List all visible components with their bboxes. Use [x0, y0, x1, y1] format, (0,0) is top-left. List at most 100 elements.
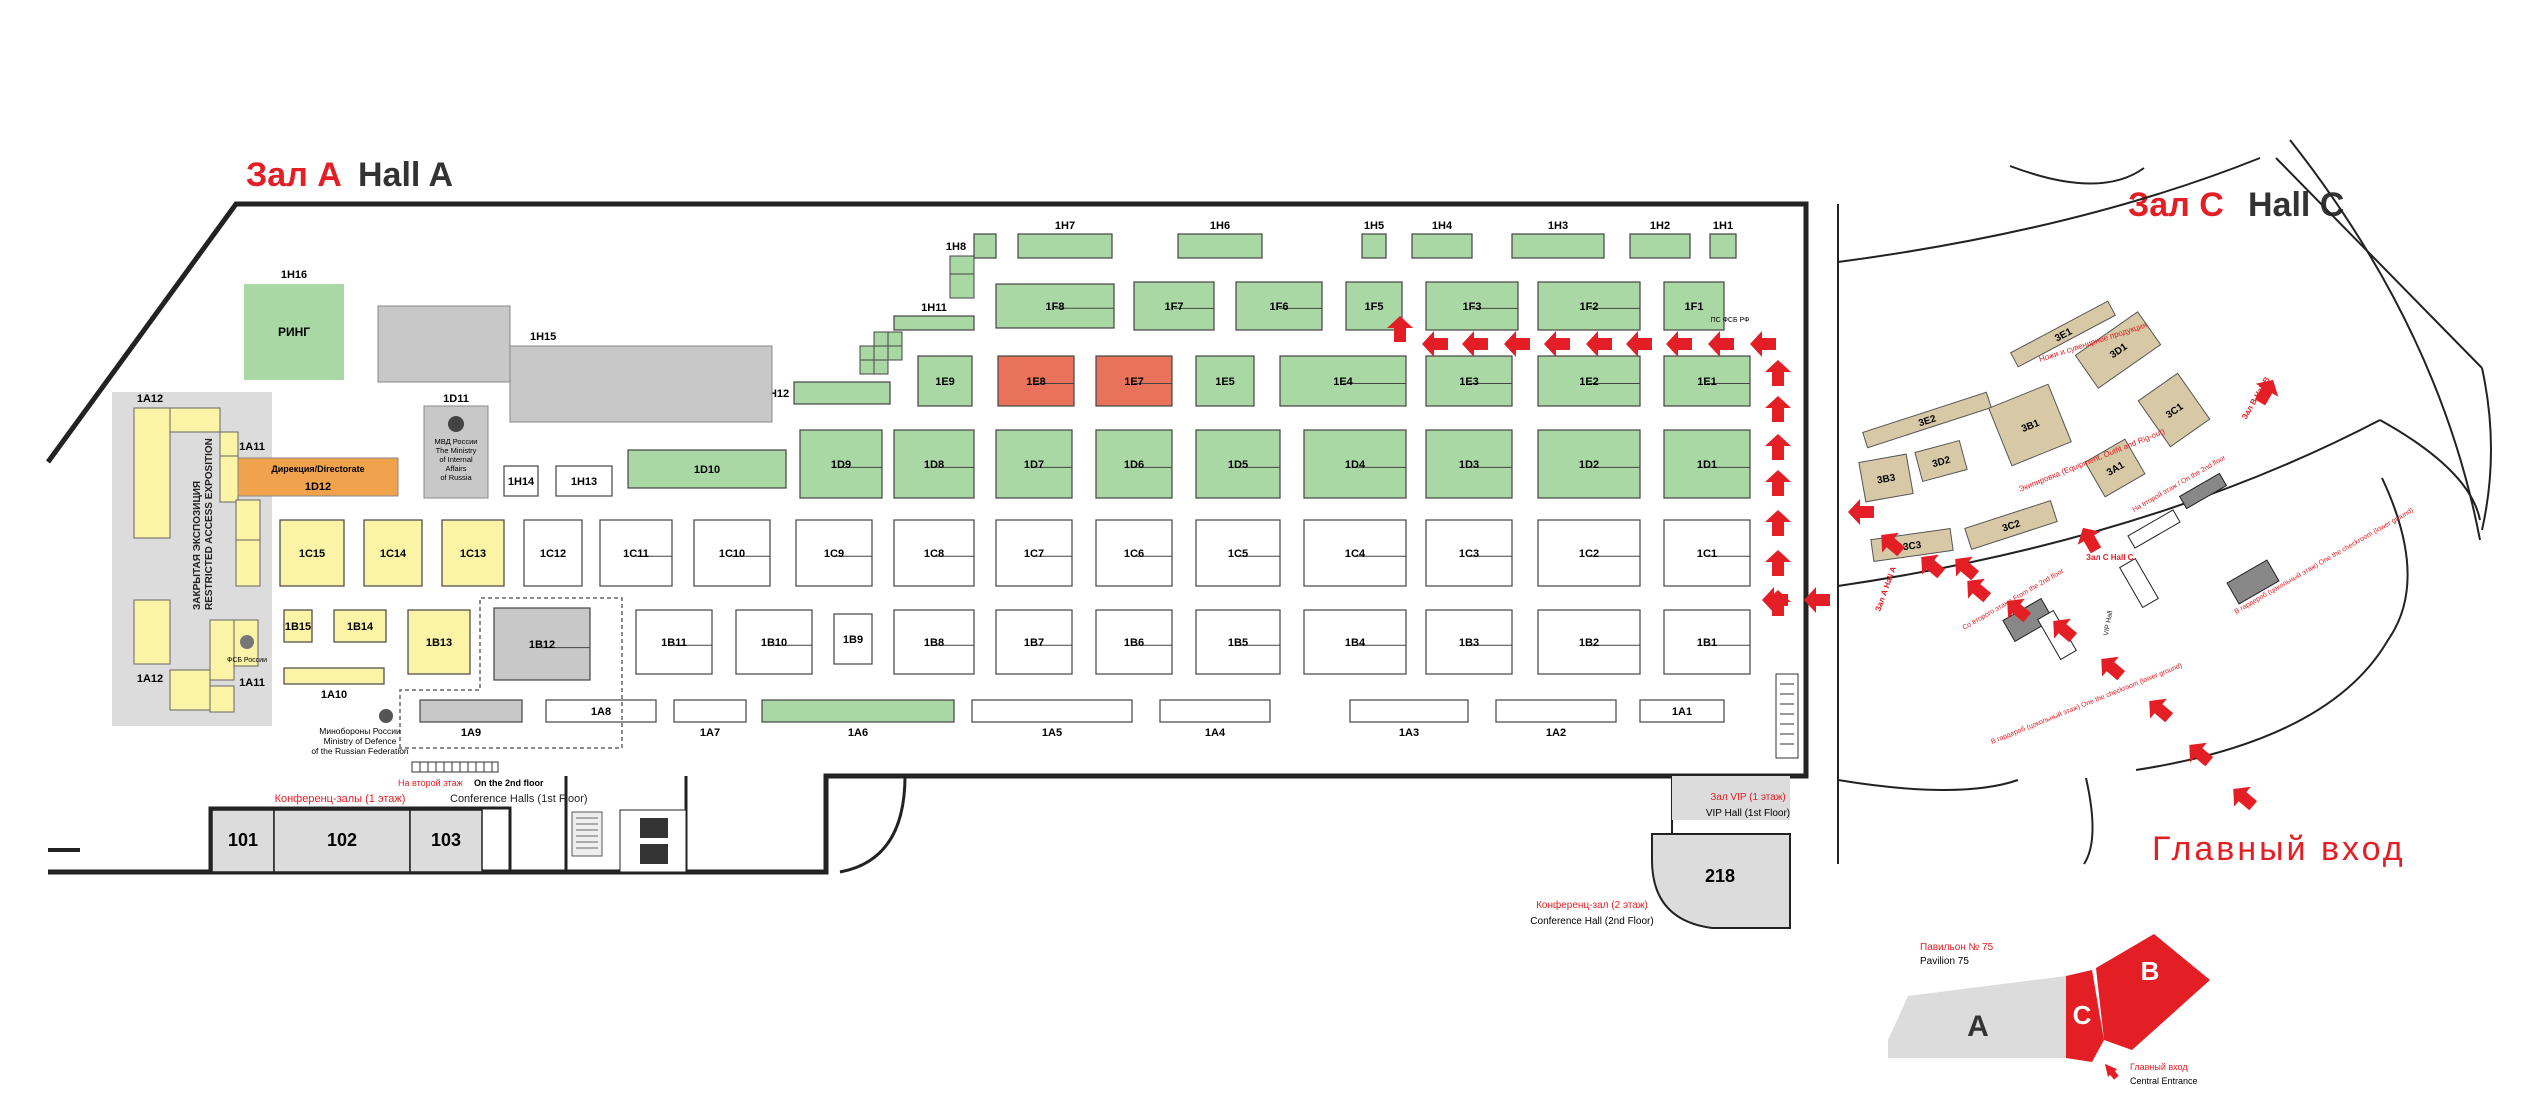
stand-1h13[interactable]: 1H13 — [555, 465, 613, 497]
restricted-cell[interactable] — [133, 407, 171, 539]
stand-1e1[interactable]: 1E1 — [1663, 355, 1751, 407]
restricted-cell[interactable] — [235, 499, 261, 541]
stand-3d2[interactable]: 3D2 — [1914, 439, 1968, 483]
stand-1h12[interactable]: 1H12 — [763, 381, 891, 405]
stand-1a9[interactable]: 1A9 — [419, 699, 523, 739]
stand-1b1[interactable]: 1B1 — [1663, 609, 1751, 675]
stand-1c7[interactable]: 1C7 — [995, 519, 1073, 587]
stand-3b1[interactable]: 3B1 — [1988, 383, 2072, 467]
stand-1h7[interactable]: 1H7 — [1017, 220, 1113, 259]
conf-room-101[interactable] — [211, 809, 275, 873]
stand-1b12[interactable]: 1B12 — [493, 607, 591, 681]
stand-1a4[interactable]: 1A4 — [1159, 699, 1271, 739]
stand-1c15[interactable]: 1C15 — [279, 519, 345, 587]
stand-1c4[interactable]: 1C4 — [1303, 519, 1407, 587]
restricted-cell[interactable] — [133, 599, 171, 665]
stand-1b3[interactable]: 1B3 — [1425, 609, 1513, 675]
stand-1d9[interactable]: 1D9 — [799, 429, 883, 499]
stand-cell[interactable] — [949, 255, 975, 275]
stand-3e2[interactable]: 3E2 — [1862, 391, 1992, 449]
stand-1f8[interactable]: 1F8 — [995, 283, 1115, 329]
stand-1e5[interactable]: 1E5 — [1195, 355, 1255, 407]
stand-1a2[interactable]: 1A2 — [1495, 699, 1617, 739]
stand-1c13[interactable]: 1C13 — [441, 519, 505, 587]
stand-1c3[interactable]: 1C3 — [1425, 519, 1513, 587]
stand-1a8[interactable]: 1A8 — [545, 699, 657, 723]
stand-1b15[interactable]: 1B15 — [283, 609, 313, 643]
stand-1d10[interactable]: 1D10 — [627, 449, 787, 489]
stand-1h14[interactable]: 1H14 — [503, 465, 539, 497]
stand-3e1[interactable]: 3E1 — [2010, 300, 2116, 368]
stand-3c3[interactable]: 3C3 — [1870, 527, 1954, 563]
stand-1a3[interactable]: 1A3 — [1349, 699, 1469, 739]
stand-1e2[interactable]: 1E2 — [1537, 355, 1641, 407]
stand-1e9[interactable]: 1E9 — [917, 355, 973, 407]
restricted-cell[interactable] — [219, 455, 239, 503]
stand-1c2[interactable]: 1C2 — [1537, 519, 1641, 587]
stand-1f2[interactable]: 1F2 — [1537, 281, 1641, 331]
stand-1c6[interactable]: 1C6 — [1095, 519, 1173, 587]
stand-3b3[interactable]: 3B3 — [1858, 453, 1914, 503]
stand-cell[interactable] — [887, 331, 903, 347]
conf-room-103[interactable] — [409, 809, 483, 873]
stand-1b6[interactable]: 1B6 — [1095, 609, 1173, 675]
pavilion-b[interactable] — [2096, 934, 2210, 1050]
stand-1e8[interactable]: 1E8 — [997, 355, 1075, 407]
stand-cell[interactable] — [873, 331, 889, 347]
stand-1e3[interactable]: 1E3 — [1425, 355, 1513, 407]
stand-1e7[interactable]: 1E7 — [1095, 355, 1173, 407]
stand-1h8[interactable]: 1H8 — [946, 233, 997, 259]
stand-1b4[interactable]: 1B4 — [1303, 609, 1407, 675]
stand-1c10[interactable]: 1C10 — [693, 519, 771, 587]
stand-1h1[interactable]: 1H1 — [1709, 220, 1737, 259]
stand-1c5[interactable]: 1C5 — [1195, 519, 1281, 587]
stand-1c12[interactable]: 1C12 — [523, 519, 583, 587]
stand-1a10[interactable]: 1A10 — [283, 667, 385, 701]
stand-1f1[interactable]: 1F1 — [1663, 281, 1725, 331]
stand-1d2[interactable]: 1D2 — [1537, 429, 1641, 499]
restricted-cell[interactable] — [209, 685, 235, 713]
stand-1h6[interactable]: 1H6 — [1177, 220, 1263, 259]
stand-cell[interactable] — [859, 359, 875, 375]
stand-1h11[interactable]: 1H11 — [893, 302, 975, 331]
stand-1d7[interactable]: 1D7 — [995, 429, 1073, 499]
stand-1e4[interactable]: 1E4 — [1279, 355, 1407, 407]
stand-1f7[interactable]: 1F7 — [1133, 281, 1215, 331]
stand-1b2[interactable]: 1B2 — [1537, 609, 1641, 675]
stand-1d5[interactable]: 1D5 — [1195, 429, 1281, 499]
stand-1b14[interactable]: 1B14 — [333, 609, 387, 643]
stand-1b13[interactable]: 1B13 — [407, 609, 471, 675]
stand-1d6[interactable]: 1D6 — [1095, 429, 1173, 499]
stand-1c11[interactable]: 1C11 — [599, 519, 673, 587]
stand-1b7[interactable]: 1B7 — [995, 609, 1073, 675]
stand-1a1[interactable]: 1A1 — [1639, 699, 1725, 723]
restricted-cell[interactable] — [209, 619, 235, 681]
stand-3d1[interactable]: 3D1 — [2074, 311, 2162, 389]
restricted-cell[interactable] — [169, 407, 221, 433]
stand-1b10[interactable]: 1B10 — [735, 609, 813, 675]
stand-1c8[interactable]: 1C8 — [893, 519, 975, 587]
stand-1h2[interactable]: 1H2 — [1629, 220, 1691, 259]
stand-cell[interactable] — [949, 273, 975, 299]
pavilion-a[interactable] — [1888, 976, 2066, 1058]
conf-room-218[interactable] — [1651, 833, 1791, 929]
stand-1b9[interactable]: 1B9 — [833, 613, 873, 665]
stand-cell[interactable] — [859, 345, 875, 361]
stand-1h5[interactable]: 1H5 — [1361, 220, 1387, 259]
stand-1c9[interactable]: 1C9 — [795, 519, 873, 587]
restricted-cell[interactable] — [169, 669, 211, 711]
stand-1h3[interactable]: 1H3 — [1511, 220, 1605, 259]
stand-1f3[interactable]: 1F3 — [1425, 281, 1519, 331]
stand-1c1[interactable]: 1C1 — [1663, 519, 1751, 587]
restricted-cell[interactable] — [235, 539, 261, 587]
restricted-cell[interactable] — [219, 431, 239, 457]
stand-1d1[interactable]: 1D1 — [1663, 429, 1751, 499]
stand-cell[interactable] — [873, 345, 889, 361]
stand-3a1[interactable]: 3A1 — [2084, 438, 2146, 498]
stand-1a6[interactable]: 1A6 — [761, 699, 955, 739]
stand-1f6[interactable]: 1F6 — [1235, 281, 1323, 331]
stand-1h4[interactable]: 1H4 — [1411, 220, 1473, 259]
stand-1b5[interactable]: 1B5 — [1195, 609, 1281, 675]
stand-3c1[interactable]: 3C1 — [2137, 372, 2211, 448]
stand-cell[interactable] — [887, 345, 903, 361]
